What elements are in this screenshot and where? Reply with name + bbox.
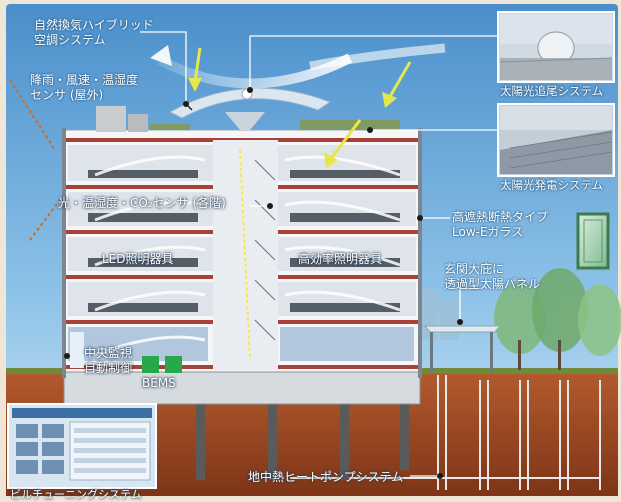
label-lowe-glass: 高遮熱断熱タイプ Low-Eガラス bbox=[452, 210, 549, 239]
label-hybrid-ac: 自然換気ハイブリッド 空調システム bbox=[34, 18, 154, 47]
label-bems: BEMS bbox=[142, 376, 176, 390]
label-led: LED照明器具 bbox=[102, 252, 174, 266]
label-solar-tracking: 太陽光追尾システム bbox=[500, 84, 604, 98]
building-section bbox=[62, 87, 422, 405]
entrance-canopy bbox=[423, 325, 502, 372]
leader-lines bbox=[140, 31, 498, 477]
label-entrance-panel: 玄関大庇に 透過型太陽パネル bbox=[444, 262, 541, 291]
geothermal-pipes bbox=[290, 375, 601, 490]
foundation-piles bbox=[196, 400, 409, 480]
building-tuning-screen bbox=[7, 403, 157, 489]
label-solar-power: 太陽光発電システム bbox=[500, 178, 604, 192]
solar-power-photo bbox=[497, 103, 615, 177]
label-light-sensor: 光・温湿度・CO₂センサ (各階) bbox=[58, 196, 226, 210]
solar-tracking-photo bbox=[497, 11, 615, 83]
sunlight-arrows bbox=[188, 47, 412, 168]
trees bbox=[494, 268, 621, 370]
control-room bbox=[70, 332, 84, 368]
label-efficient-light: 高効率照明器具 bbox=[298, 252, 383, 266]
bems-indicator-right bbox=[165, 356, 182, 373]
label-central-monitor: 中央監視 自動制御 bbox=[84, 346, 133, 375]
label-geothermal: 地中熱ヒートポンプシステム bbox=[248, 470, 404, 484]
label-rain-sensor: 降雨・風速・温湿度 センサ (屋外) bbox=[30, 73, 139, 102]
airflow-arrows bbox=[94, 43, 446, 357]
label-tuning: ビルチューニングシステム bbox=[10, 488, 142, 501]
glass-sample bbox=[576, 212, 610, 270]
bems-indicator-left bbox=[142, 356, 159, 373]
rain-arrows bbox=[9, 79, 61, 241]
